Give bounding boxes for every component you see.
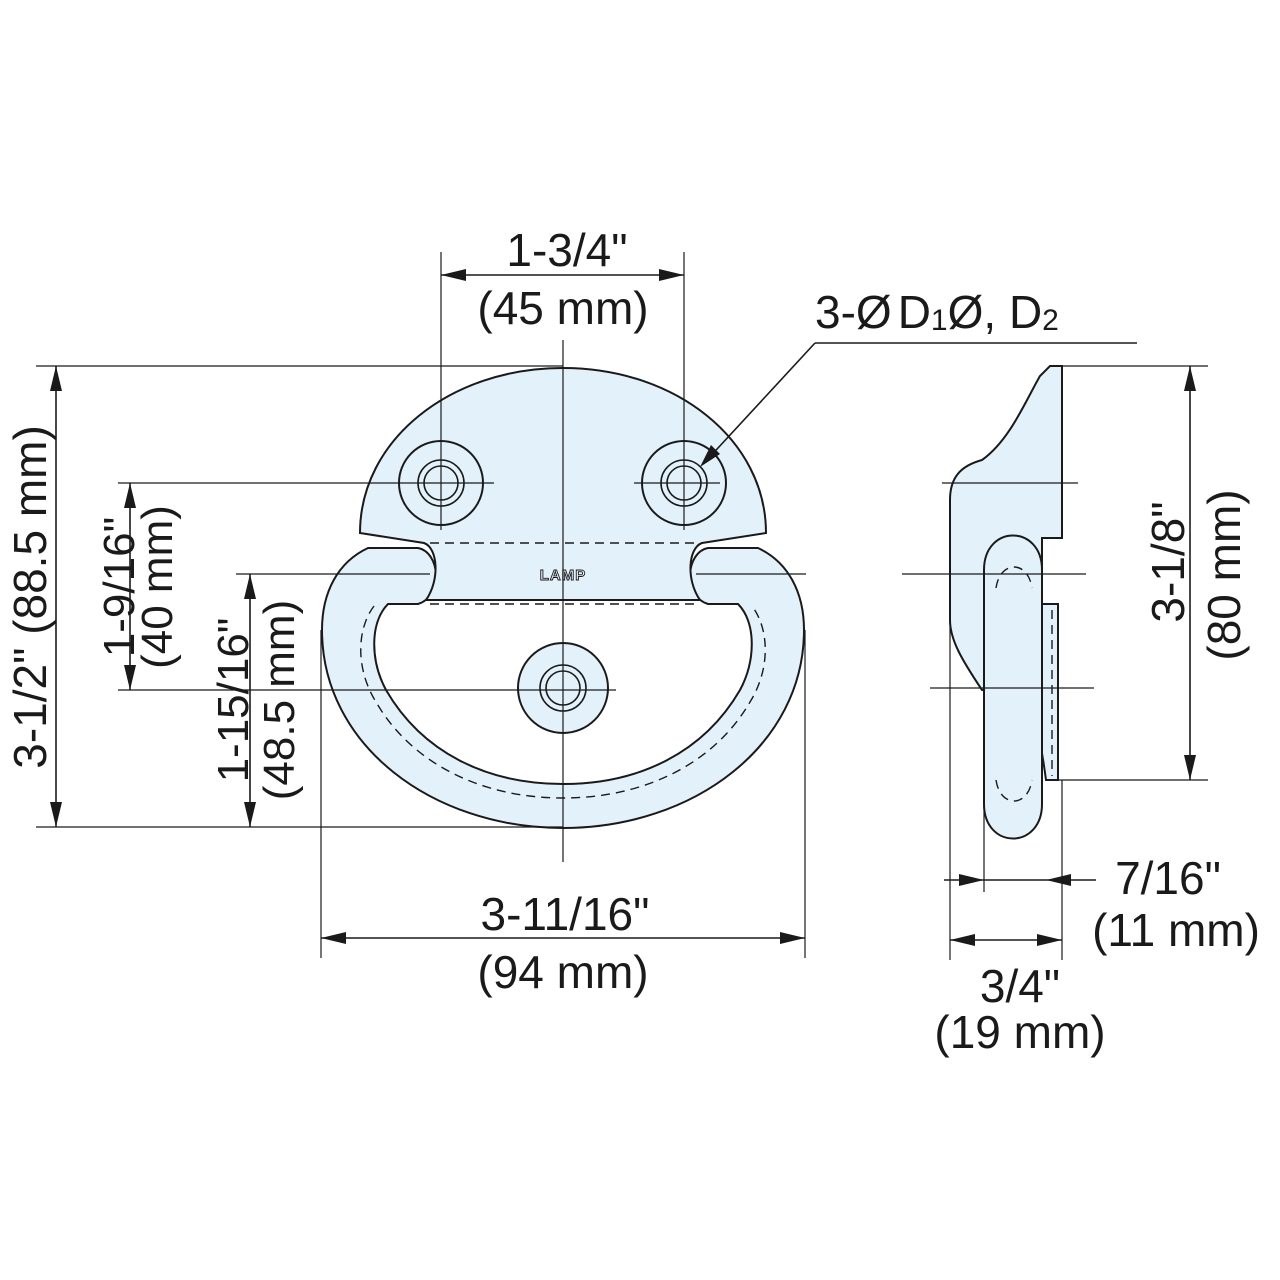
dim-overall-depth-mm: (19 mm) bbox=[934, 1006, 1105, 1058]
callout-d2: Ø, D bbox=[948, 286, 1043, 338]
dim-plate-thickness-inch: 7/16" bbox=[1115, 852, 1221, 904]
dim-plate-thickness-mm: (11 mm) bbox=[1092, 904, 1260, 956]
callout-d2-sub: 2 bbox=[1042, 304, 1059, 337]
front-view: LAMP bbox=[4, 224, 1137, 998]
side-ring-hidden-bottom bbox=[995, 779, 1033, 802]
dim-side-height-inch: 3-1/8" bbox=[1142, 501, 1194, 622]
dim-upper-hole-height-inch: 1-9/16" bbox=[95, 517, 144, 657]
callout-d1: D bbox=[898, 286, 931, 338]
side-ring-profile bbox=[983, 534, 1043, 840]
dim-hole-spacing-inch: 1-3/4" bbox=[506, 224, 627, 276]
dim-ring-height-mm: (48.5 mm) bbox=[255, 600, 304, 800]
dim-hole-spacing-mm: (45 mm) bbox=[477, 282, 648, 334]
dim-upper-hole-height-mm: (40 mm) bbox=[133, 505, 182, 669]
side-ring-hidden-top bbox=[995, 566, 1033, 589]
callout-count: 3-Ø bbox=[815, 286, 892, 338]
dim-overall-width-mm: (94 mm) bbox=[477, 946, 648, 998]
dim-overall-width-inch: 3-11/16" bbox=[481, 888, 650, 940]
dim-ring-height-inch: 1-15/16" bbox=[209, 618, 258, 783]
dim-side-height-mm: (80 mm) bbox=[1198, 489, 1250, 660]
side-view: 3-1/8" (80 mm) 7/16" (11 mm) 3/4" (19 mm… bbox=[902, 365, 1260, 1058]
callout-d1-sub: 1 bbox=[931, 304, 948, 337]
dim-overall-depth-inch: 3/4" bbox=[980, 960, 1060, 1012]
dim-overall-height: 3-1/2" (88.5 mm) bbox=[4, 425, 56, 769]
callout-leader bbox=[705, 342, 816, 462]
